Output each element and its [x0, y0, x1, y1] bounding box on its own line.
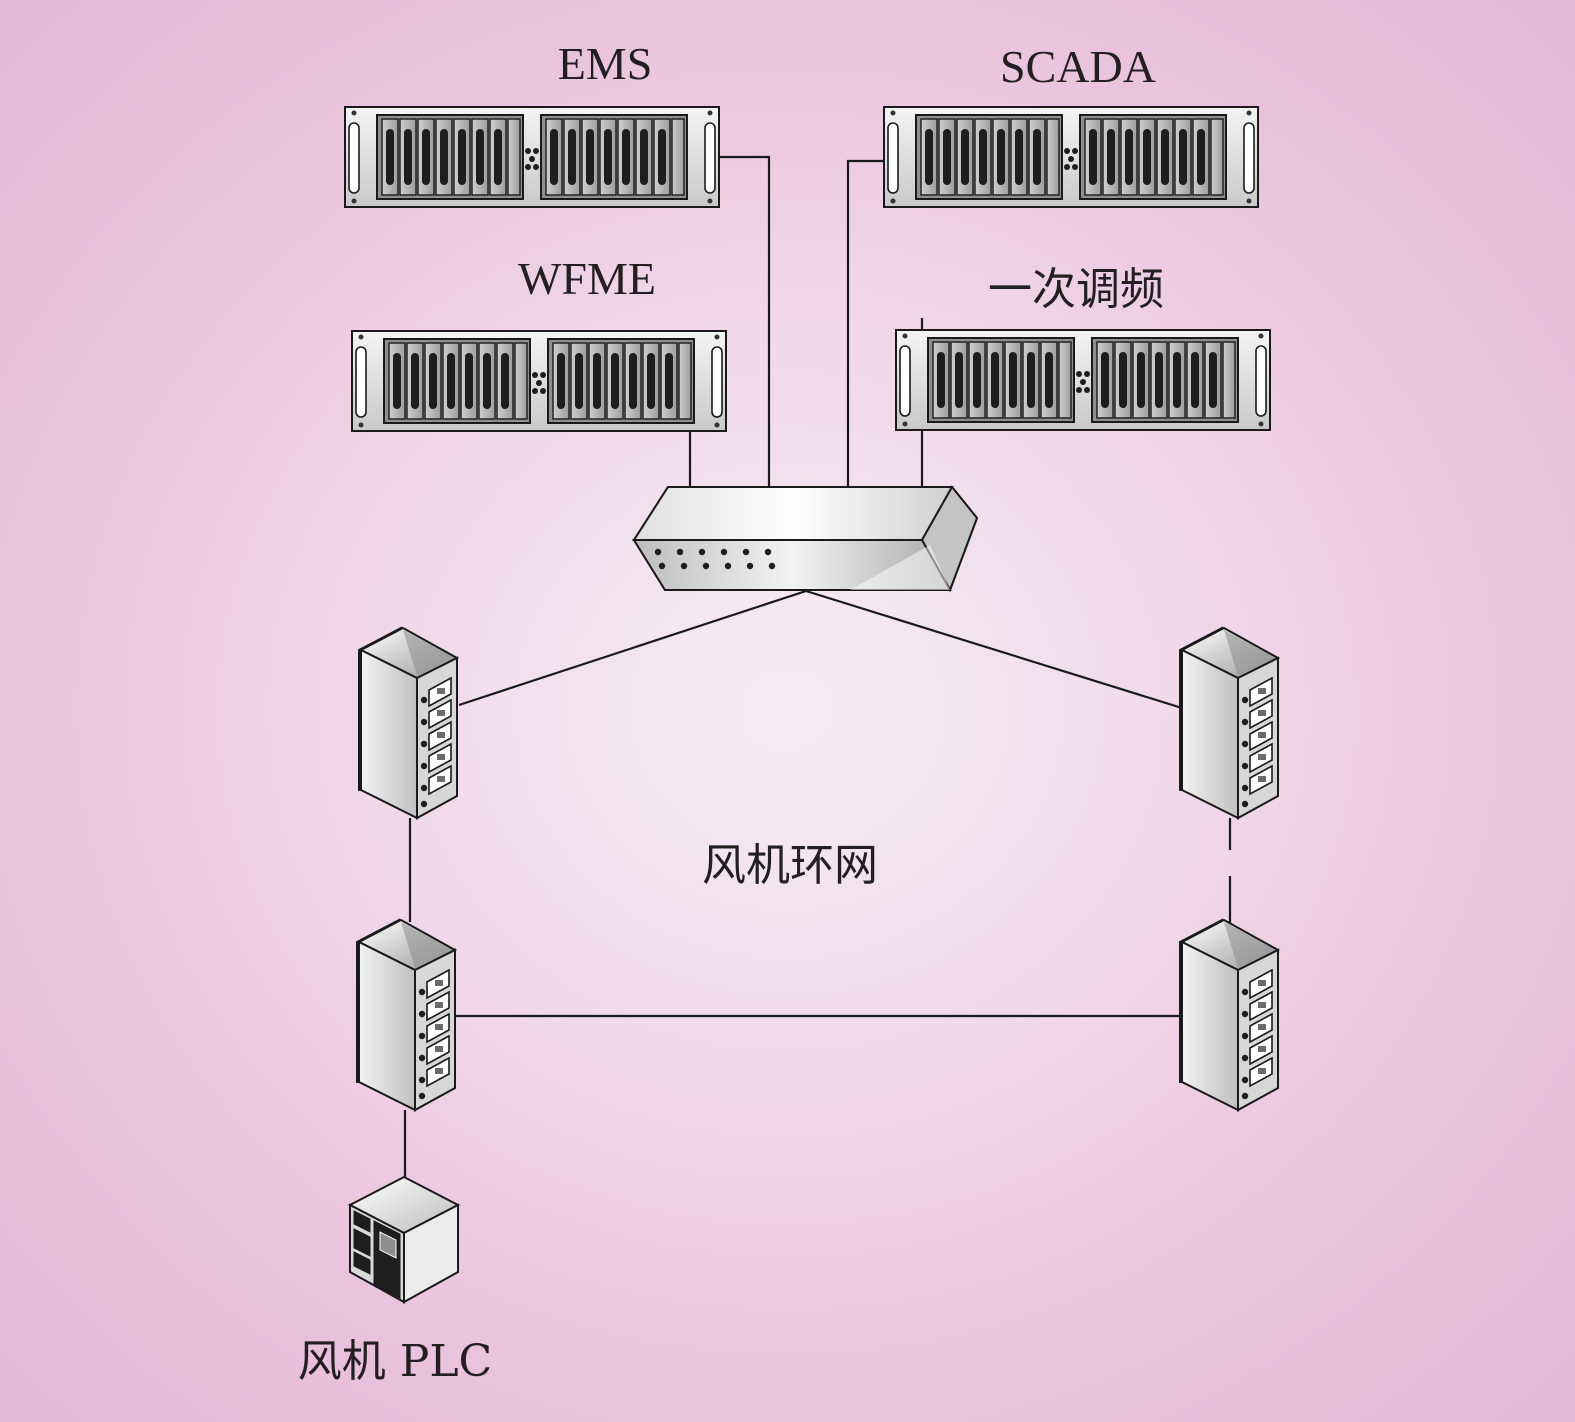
ems-server-icon [344, 106, 720, 208]
wire-switch-ring-right [805, 589, 1183, 710]
wire-scada-switch [846, 159, 884, 488]
wfme-label: WFME [518, 253, 656, 304]
wire-ems-switch [718, 155, 771, 488]
ems-label: EMS [558, 38, 653, 89]
scada-label: SCADA [1000, 41, 1156, 92]
ring-switch-bottom-left-icon [356, 919, 456, 1111]
connection-lines [403, 155, 1232, 1178]
plc-label: 风机 PLC [298, 1336, 492, 1387]
wfme-server-icon [351, 330, 727, 432]
ring-switch-top-right-icon [1179, 627, 1279, 819]
wire-switch-ring-left [458, 589, 807, 707]
ring-switch-bottom-right-icon [1179, 919, 1279, 1111]
ring-network-label: 风机环网 [702, 840, 878, 891]
primary-freq-server-icon [895, 329, 1271, 431]
primary-freq-label: 一次调频 [988, 264, 1164, 315]
ring-switch-top-left-icon [358, 627, 458, 819]
plc-icon [347, 1175, 461, 1304]
core-switch-icon [632, 485, 979, 593]
scada-server-icon [883, 106, 1259, 208]
